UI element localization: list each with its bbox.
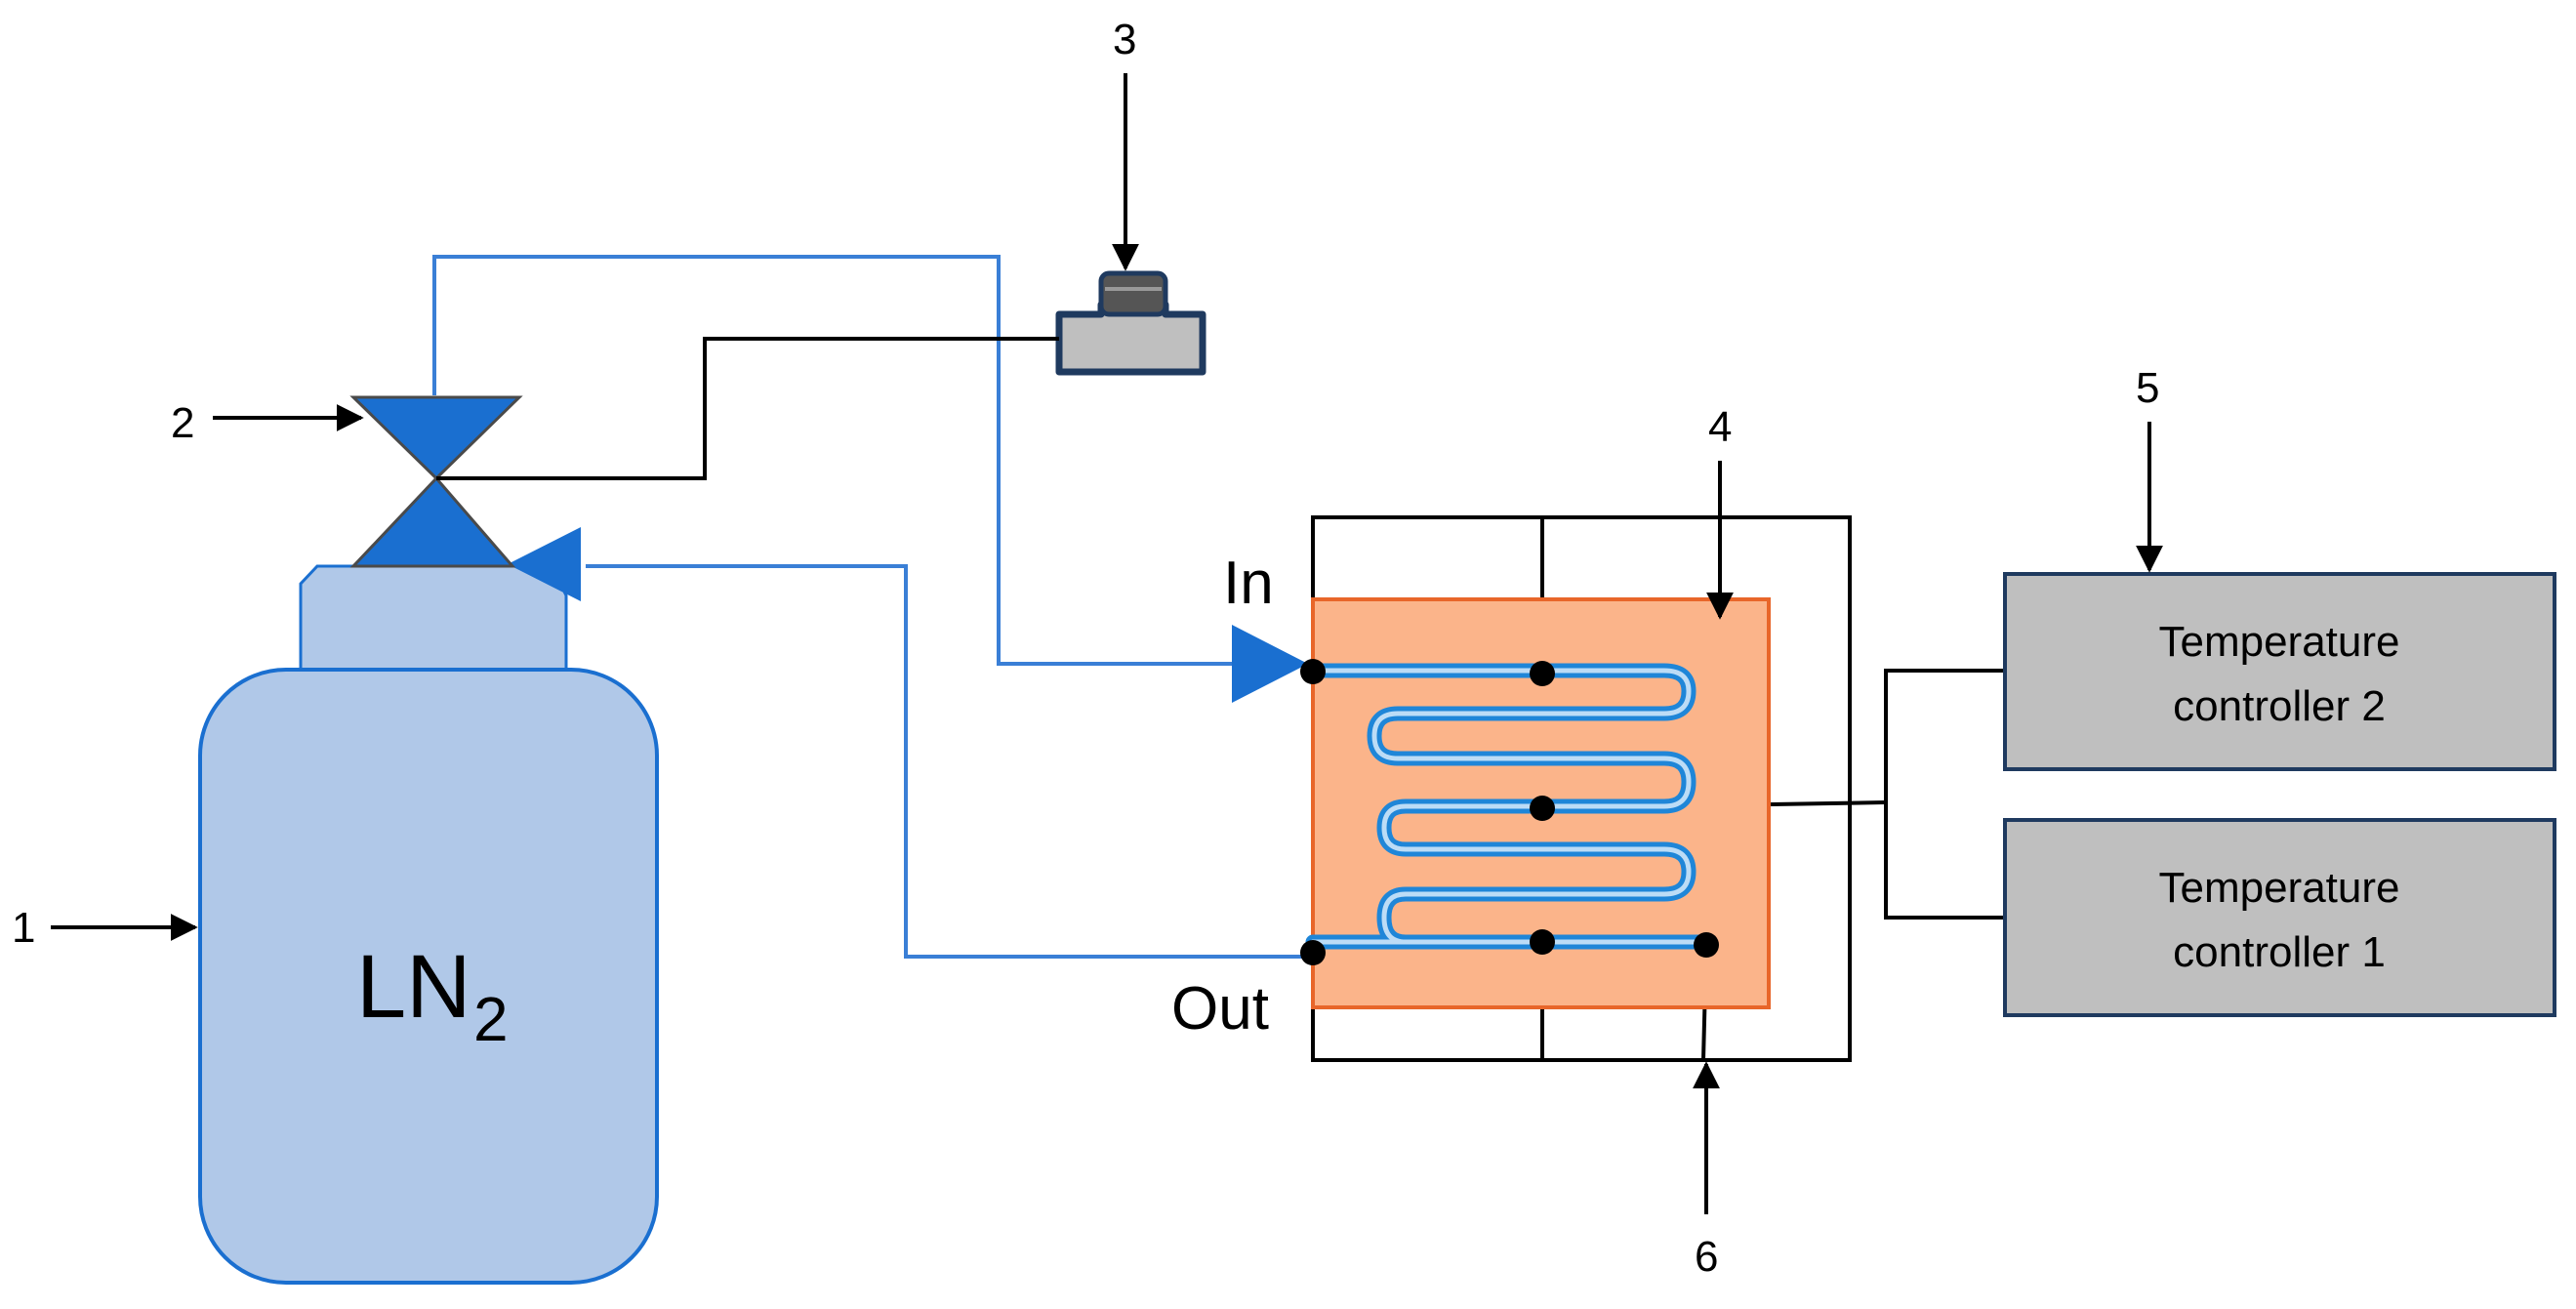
tank-body xyxy=(198,668,659,1285)
outlet-label: Out xyxy=(1171,975,1269,1043)
outlet-node xyxy=(1300,940,1326,965)
bottom-right-probe-point xyxy=(1694,932,1719,958)
callout-2: 2 xyxy=(171,399,194,447)
solenoid-valve xyxy=(349,395,523,568)
controller-1-label-line2: controller 1 xyxy=(2173,928,2386,976)
return-pipe xyxy=(586,564,1308,959)
valve-sensor-wire xyxy=(436,337,1059,480)
supply-pipe xyxy=(432,255,1238,666)
controller-2-label-line1: Temperature xyxy=(2158,618,2399,666)
controller-2-label-line2: controller 2 xyxy=(2173,682,2386,730)
top-probe-point xyxy=(1530,661,1555,686)
temperature-controller-2: Temperature controller 2 xyxy=(2003,572,2556,771)
callouts xyxy=(51,73,2163,1214)
callout-3: 3 xyxy=(1113,16,1136,63)
controller-2-box xyxy=(2003,572,2556,771)
ln2-tank: LN 2 xyxy=(198,564,659,1285)
cooling-coil xyxy=(1305,663,1714,950)
controller-1-label-line1: Temperature xyxy=(2158,864,2399,912)
tank-label-main: LN xyxy=(356,937,471,1037)
valve-upper-triangle-icon xyxy=(349,395,523,481)
callout-4: 4 xyxy=(1708,403,1732,451)
inlet-label: In xyxy=(1223,550,1274,617)
temperature-controller-1: Temperature controller 1 xyxy=(2003,818,2556,1017)
center-probe-point xyxy=(1530,796,1555,821)
bottom-probe-point xyxy=(1530,929,1555,955)
pressure-sensor xyxy=(1055,270,1206,376)
callout-5: 5 xyxy=(2136,364,2159,412)
controller-bus-wire xyxy=(1884,669,2003,920)
callout-1: 1 xyxy=(12,904,35,952)
inlet-node xyxy=(1300,659,1326,684)
controller-1-box xyxy=(2003,818,2556,1017)
sensor-cap xyxy=(1098,270,1168,317)
valve-lower-triangle-icon xyxy=(349,475,516,568)
tank-neck xyxy=(299,564,568,677)
return-flow-arrow-icon xyxy=(508,527,581,601)
thermocouple-points xyxy=(1300,659,1719,965)
coolant-pipes xyxy=(432,255,1308,959)
callout-6: 6 xyxy=(1695,1233,1718,1281)
inlet-flow-arrow-icon xyxy=(1232,625,1308,703)
tank-label-subscript: 2 xyxy=(473,984,509,1054)
